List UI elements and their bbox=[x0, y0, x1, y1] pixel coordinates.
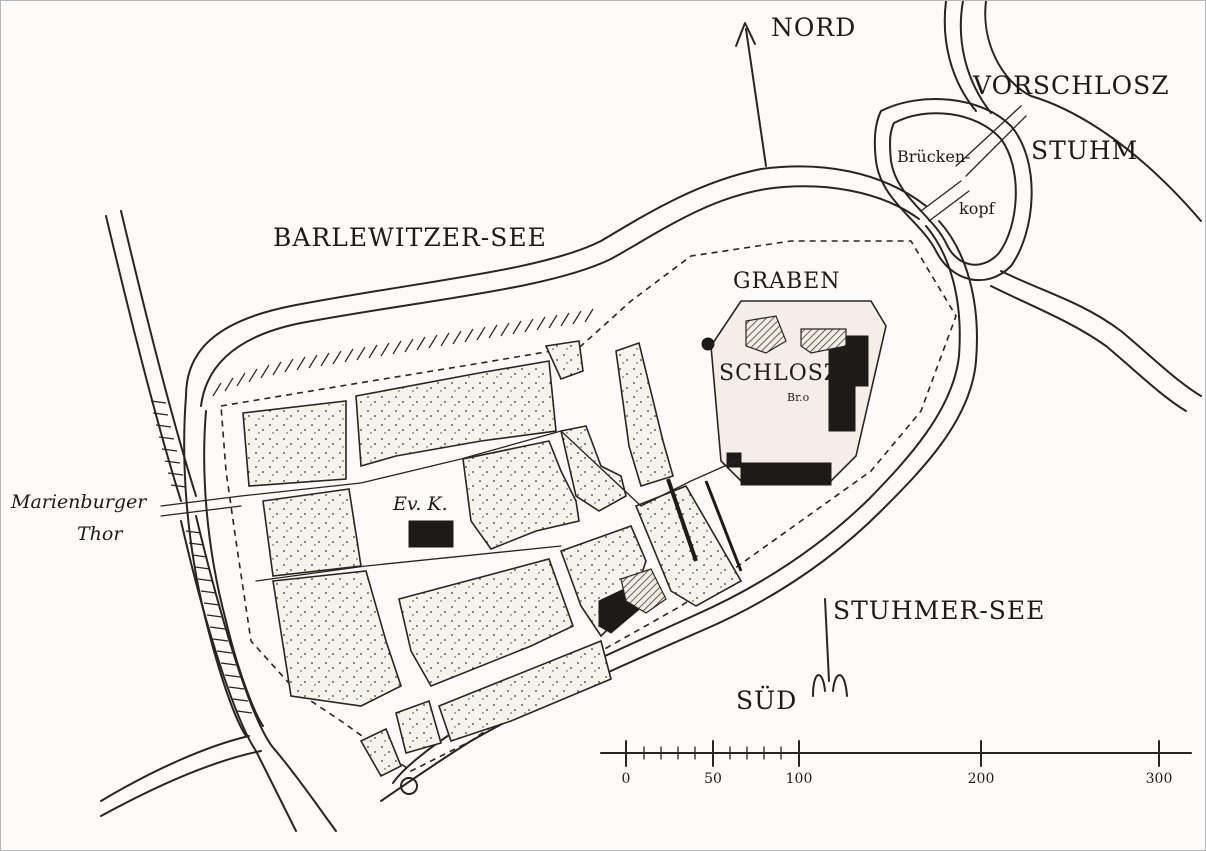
streets bbox=[240, 430, 737, 582]
south-arrow-icon bbox=[812, 598, 848, 697]
churches bbox=[400, 478, 743, 795]
town-blocks bbox=[242, 340, 743, 778]
scale-label-0: 0 bbox=[621, 771, 631, 787]
ev-kirche bbox=[408, 520, 454, 548]
scale-label-200: 200 bbox=[967, 771, 995, 787]
label-marienburger: Marienburger bbox=[11, 491, 147, 513]
causeway-west bbox=[100, 210, 337, 832]
label-ev-k: Ev. K. bbox=[393, 493, 448, 515]
label-kopf: kopf bbox=[959, 199, 995, 218]
scale-label-300: 300 bbox=[1145, 771, 1173, 787]
castle bbox=[701, 300, 887, 486]
bridgehead bbox=[873, 1, 1202, 412]
label-schlosz: SCHLOSZ bbox=[719, 361, 841, 386]
embankment-west bbox=[150, 400, 253, 714]
scale-bar bbox=[600, 740, 1192, 767]
north-arrow-icon bbox=[735, 22, 767, 167]
embankment-north bbox=[212, 308, 594, 397]
scale-label-50: 50 bbox=[704, 771, 722, 787]
label-sued: SÜD bbox=[736, 686, 798, 715]
label-stuhm: STUHM bbox=[1031, 136, 1139, 165]
label-bruecken: Brücken- bbox=[897, 147, 971, 166]
label-graben: GRABEN bbox=[733, 269, 841, 294]
label-nord: NORD bbox=[771, 13, 857, 42]
label-barlewitzer-see: BARLEWITZER-SEE bbox=[273, 223, 547, 252]
scale-label-100: 100 bbox=[785, 771, 813, 787]
label-vorschlosz: VORSCHLOSZ bbox=[973, 71, 1170, 100]
label-thor: Thor bbox=[77, 523, 123, 545]
label-stuhmer-see: STUHMER-SEE bbox=[833, 596, 1046, 625]
label-br: Br.o bbox=[787, 391, 810, 404]
